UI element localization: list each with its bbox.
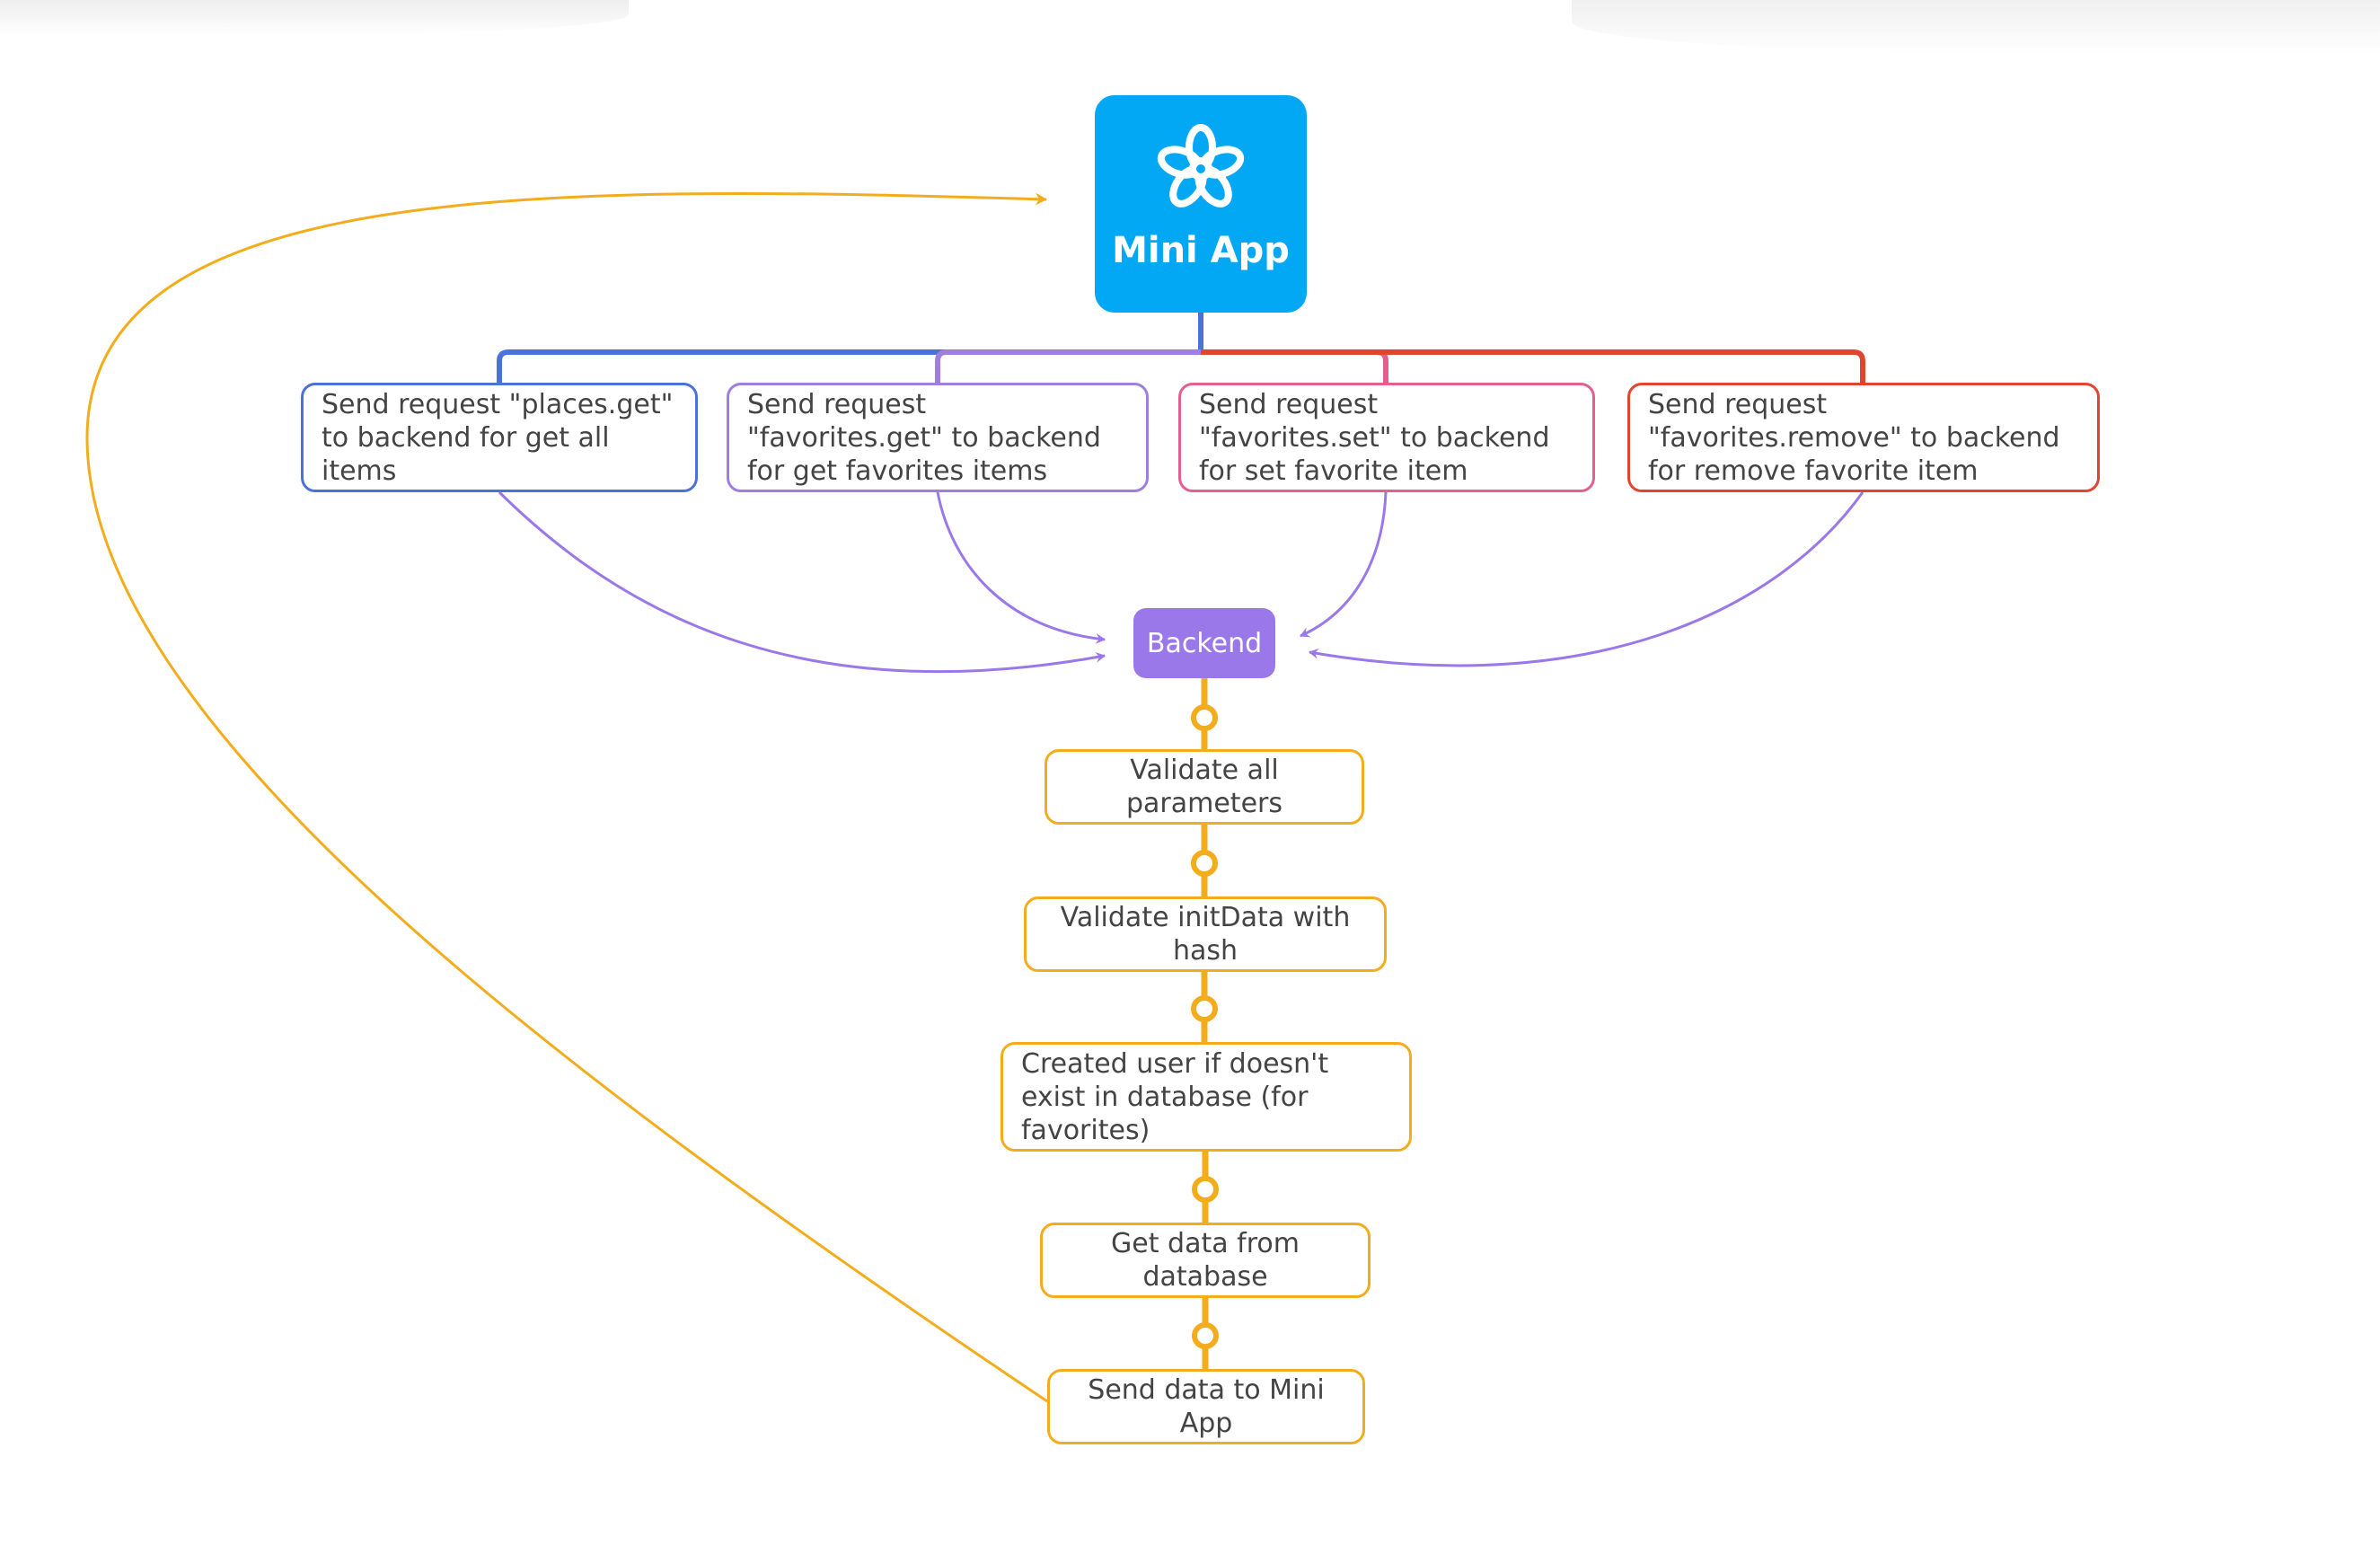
step-text: Validate all parameters	[1125, 755, 1283, 819]
mini-app-node[interactable]: Mini App	[1095, 95, 1307, 313]
arrow-to-backend	[936, 491, 1106, 644]
arrow-to-backend	[498, 490, 1106, 674]
step-text: Send data to Mini App	[1088, 1374, 1325, 1439]
step-joint	[1192, 1176, 1219, 1203]
step-joint	[1191, 995, 1218, 1022]
request-text: Send request "favorites.set" to backend …	[1199, 388, 1550, 487]
step-validate-parameters[interactable]: Validate all parameters	[1045, 749, 1364, 825]
step-joint	[1191, 850, 1218, 877]
step-validate-initdata[interactable]: Validate initData with hash	[1024, 896, 1387, 972]
arrow-to-backend	[1309, 491, 1864, 667]
step-text: Validate initData with hash	[1060, 902, 1351, 967]
branch-line	[1201, 349, 1865, 384]
request-node-favorites-get[interactable]: Send request "favorites.get" to backend …	[727, 383, 1149, 492]
request-text: Send request "places.get" to backend for…	[322, 388, 674, 487]
branch-line	[935, 349, 1201, 384]
step-text: Created user if doesn't exist in databas…	[1021, 1047, 1329, 1146]
step-joint	[1191, 704, 1218, 731]
request-node-places-get[interactable]: Send request "places.get" to backend for…	[301, 383, 698, 492]
step-joint	[1192, 1322, 1219, 1349]
step-text: Get data from database	[1111, 1228, 1300, 1293]
request-node-favorites-remove[interactable]: Send request "favorites.remove" to backe…	[1627, 383, 2100, 492]
branch-line	[1201, 349, 1388, 384]
flower-icon	[1154, 122, 1247, 219]
mini-app-title: Mini App	[1112, 230, 1290, 271]
step-get-data[interactable]: Get data from database	[1040, 1223, 1371, 1298]
request-text: Send request "favorites.remove" to backe…	[1648, 388, 2060, 487]
return-arrow	[85, 192, 1048, 1403]
step-create-user[interactable]: Created user if doesn't exist in databas…	[1000, 1042, 1412, 1152]
request-text: Send request "favorites.get" to backend …	[747, 388, 1101, 487]
backend-node[interactable]: Backend	[1133, 608, 1275, 678]
request-node-favorites-set[interactable]: Send request "favorites.set" to backend …	[1178, 383, 1595, 492]
branch-line	[497, 349, 1201, 384]
arrow-to-backend	[1300, 491, 1388, 638]
step-send-data[interactable]: Send data to Mini App	[1047, 1369, 1365, 1444]
